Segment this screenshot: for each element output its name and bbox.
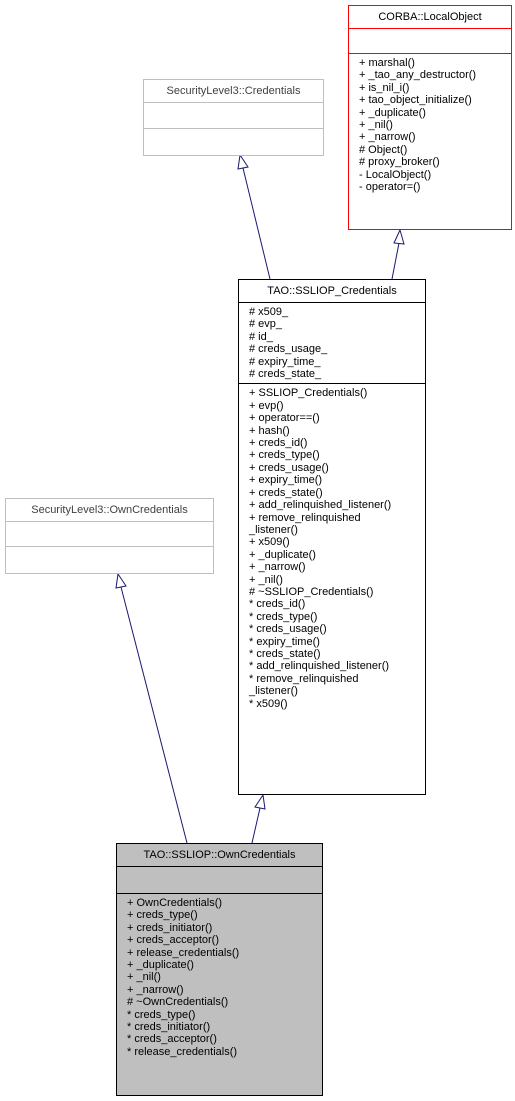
class-member: + _nil(): [249, 573, 283, 586]
class-member: * x509(): [249, 697, 288, 710]
class-member: + _duplicate(): [249, 548, 316, 561]
class-tao-ssliop-credentials: TAO::SSLIOP_Credentials # x509_# evp_# i…: [238, 279, 426, 795]
class-member: # x509_: [249, 306, 289, 318]
class-member: + creds_acceptor(): [127, 934, 220, 947]
class-securitylevel3-owncredentials: SecurityLevel3::OwnCredentials: [5, 498, 214, 574]
class-member: # id_: [249, 330, 273, 343]
class-member: - operator=(): [359, 181, 421, 194]
class-member: + expiry_time(): [249, 474, 323, 487]
class-member: + SSLIOP_Credentials(): [249, 387, 368, 400]
class-corba-localobject: CORBA::LocalObject + marshal()+ _tao_any…: [348, 5, 512, 230]
class-member: + _nil(): [127, 971, 161, 984]
class-securitylevel3-credentials: SecurityLevel3::Credentials: [143, 79, 324, 156]
class-member: # evp_: [249, 318, 283, 331]
attributes-section: [6, 521, 213, 546]
class-member: * creds_id(): [249, 598, 306, 611]
attributes-section: # x509_# evp_# id_# creds_usage_# expiry…: [239, 302, 425, 383]
class-member: * remove_relinquished: [249, 672, 359, 685]
class-member: + creds_type(): [249, 449, 320, 462]
class-member: + _nil(): [359, 119, 393, 132]
class-member: _listener(): [249, 523, 298, 536]
class-member: # creds_usage_: [249, 343, 328, 356]
class-title: SecurityLevel3::OwnCredentials: [31, 504, 188, 516]
class-member: + creds_type(): [127, 909, 198, 922]
class-member: + marshal(): [359, 57, 415, 69]
class-member: * creds_usage(): [249, 623, 327, 636]
class-member: * add_relinquished_listener(): [249, 660, 390, 673]
methods-section: [144, 128, 323, 154]
class-member: + hash(): [249, 424, 290, 437]
class-member: * creds_type(): [127, 1008, 196, 1021]
methods-section: + marshal()+ _tao_any_destructor()+ is_n…: [349, 53, 511, 196]
class-member: + _tao_any_destructor(): [359, 69, 477, 82]
class-member: + OwnCredentials(): [127, 897, 223, 909]
class-member: + is_nil_i(): [359, 81, 410, 94]
class-member: # expiry_time_: [249, 355, 321, 368]
edge-own-to-ssliop: [251, 793, 266, 844]
class-member: + operator==(): [249, 412, 320, 425]
class-title: TAO::SSLIOP::OwnCredentials: [143, 849, 296, 861]
class-member: + creds_usage(): [249, 461, 329, 474]
class-member: * creds_initiator(): [127, 1021, 211, 1034]
edge-own-to-owncredentials-iface: [115, 572, 188, 844]
class-member: * creds_acceptor(): [127, 1033, 217, 1046]
class-title: CORBA::LocalObject: [378, 11, 482, 23]
methods-section: [6, 546, 213, 572]
attributes-section: [117, 866, 322, 893]
class-member: + creds_state(): [249, 486, 323, 499]
class-member: * expiry_time(): [249, 635, 320, 648]
class-member: # ~SSLIOP_Credentials(): [249, 585, 374, 598]
class-tao-ssliop-owncredentials: TAO::SSLIOP::OwnCredentials + OwnCredent…: [116, 843, 323, 1096]
methods-section: + SSLIOP_Credentials()+ evp()+ operator=…: [239, 383, 425, 713]
class-member: # proxy_broker(): [359, 156, 440, 169]
attributes-section: [349, 28, 511, 53]
class-member: # ~OwnCredentials(): [127, 996, 229, 1009]
class-member: + _narrow(): [127, 983, 184, 996]
class-member: + remove_relinquished: [249, 511, 361, 524]
class-title: SecurityLevel3::Credentials: [166, 85, 301, 97]
methods-section: + OwnCredentials()+ creds_type()+ creds_…: [117, 893, 322, 1061]
class-title: TAO::SSLIOP_Credentials: [267, 285, 397, 297]
class-member: + x509(): [249, 536, 290, 549]
class-member: + creds_id(): [249, 437, 308, 450]
edge-ssliop-to-credentials: [237, 153, 271, 280]
class-member: + release_credentials(): [127, 946, 240, 959]
class-member: * creds_type(): [249, 610, 318, 623]
class-member: # Object(): [359, 143, 408, 156]
class-member: * release_credentials(): [127, 1045, 238, 1058]
class-member: _listener(): [249, 685, 298, 698]
class-member: + _narrow(): [359, 131, 416, 144]
class-member: + _narrow(): [249, 561, 306, 574]
class-member: # creds_state_: [249, 368, 322, 381]
class-member: + evp(): [249, 399, 284, 412]
class-member: + add_relinquished_listener(): [249, 499, 392, 512]
class-member: + creds_initiator(): [127, 921, 213, 934]
attributes-section: [144, 102, 323, 128]
class-member: + _duplicate(): [359, 106, 426, 119]
class-member: + tao_object_initialize(): [359, 94, 472, 107]
class-member: + _duplicate(): [127, 959, 194, 972]
class-member: - LocalObject(): [359, 168, 432, 181]
edge-ssliop-to-localobject: [391, 228, 405, 280]
class-member: * creds_state(): [249, 647, 321, 660]
